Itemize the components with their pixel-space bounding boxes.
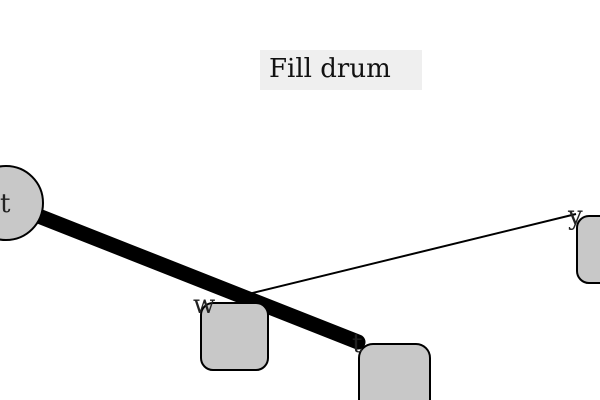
edge-t-to-t-heavy bbox=[28, 207, 366, 350]
node-t-box-label: t bbox=[352, 329, 363, 359]
node-t-circle-label: t bbox=[0, 189, 11, 219]
node-t-box[interactable]: t bbox=[352, 329, 431, 400]
edge-w-to-y-thin bbox=[231, 213, 577, 299]
node-w[interactable]: w bbox=[193, 290, 269, 371]
node-w-shape bbox=[200, 302, 269, 371]
diagram-caption: Fill drum bbox=[269, 54, 391, 84]
node-t-circle[interactable]: t bbox=[0, 165, 44, 241]
node-y-label: y bbox=[567, 201, 583, 231]
node-t-circle-shape bbox=[0, 165, 44, 241]
node-y-shape bbox=[576, 215, 600, 284]
node-y[interactable]: y bbox=[567, 201, 600, 284]
node-w-label: w bbox=[193, 290, 215, 320]
node-t-box-shape bbox=[358, 343, 431, 400]
caption-box bbox=[260, 50, 422, 90]
